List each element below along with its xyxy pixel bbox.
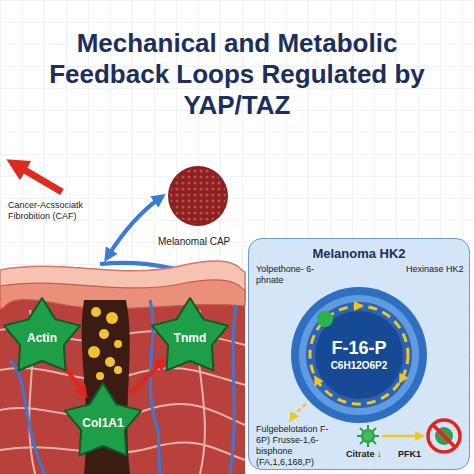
- panel-ground: [248, 238, 470, 470]
- metabolite-label: Yolpethone- 6-phnate: [256, 264, 322, 286]
- protein-star: Actin: [2, 297, 82, 373]
- metabolite-circle: F-16-PC6H12O6P2: [289, 285, 429, 425]
- protein-name: Col1A1: [82, 416, 123, 430]
- feedback-arrow: [130, 361, 164, 394]
- panel-heading: Melanoma HK2: [249, 246, 469, 261]
- caf-cell: [168, 166, 228, 226]
- metabolite-label: PFK1: [398, 449, 428, 460]
- yellow-arrow: [292, 404, 306, 418]
- cell-label: Cancer-Acssociatk Fibrobition (CAF): [8, 200, 104, 222]
- cell-label: Melanomal CAP: [158, 236, 244, 247]
- citrate-icon: [357, 425, 379, 447]
- metabolite-label: Hexinase HK2: [406, 264, 464, 275]
- blue-double-arrow: [108, 198, 160, 256]
- tissue: [0, 296, 245, 474]
- protein-name: Tnmd: [174, 331, 207, 345]
- caf-cell-texture: [170, 168, 226, 224]
- metabolite-label: Citrate ↓: [346, 449, 394, 460]
- protein-name: Actin: [27, 331, 57, 345]
- protein-star: Col1A1: [63, 382, 143, 458]
- metabolite-name: F-16-P: [331, 338, 386, 359]
- diagram-title: Mechanical and Metabolic Feedback Loops …: [27, 28, 447, 121]
- metabolite-formula: C6H12O6P2: [331, 359, 388, 372]
- metabolite-label: Fulgebelotation F-6P) Frusse-1,6-bisphon…: [256, 424, 342, 468]
- yellow-arrow: [382, 435, 420, 438]
- red-arrow: [16, 165, 62, 192]
- protein-star: Tnmd: [150, 297, 230, 373]
- yellow-dots: [88, 307, 122, 380]
- pfk1-inhibited-icon: [428, 420, 460, 452]
